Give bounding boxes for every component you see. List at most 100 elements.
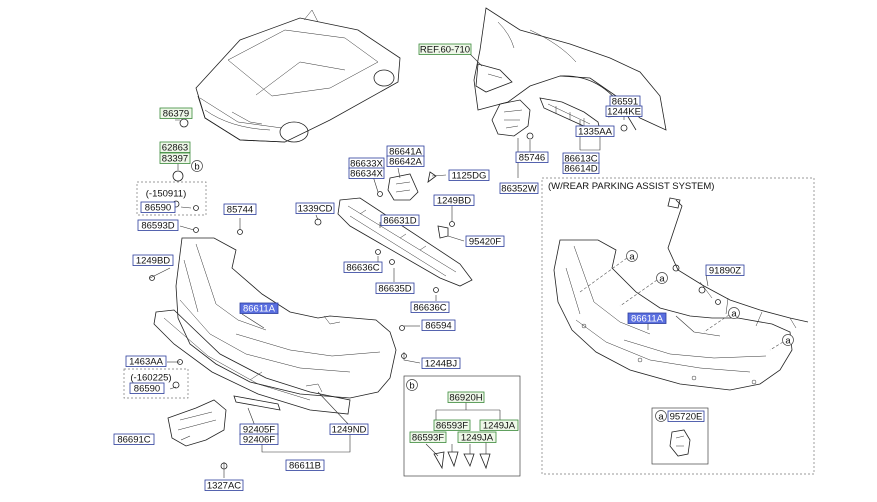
part-number-text: 86642A bbox=[389, 157, 422, 168]
part-number-text: 86614D bbox=[564, 164, 597, 175]
part-number-text: 86590 bbox=[145, 203, 171, 214]
part-label-p86636c-b[interactable]: 86636C bbox=[410, 301, 450, 314]
part-label-box bbox=[479, 419, 519, 431]
rear-bumper-cover bbox=[175, 237, 397, 399]
callout-a: a bbox=[659, 274, 665, 285]
part-label-p86634x[interactable]: 86634X bbox=[348, 167, 385, 180]
part-label-p86611a-park[interactable]: 86611A bbox=[627, 312, 667, 325]
callout-a: a bbox=[629, 252, 635, 263]
part-label-box bbox=[343, 261, 383, 273]
part-label-p91890z[interactable]: 91890Z bbox=[705, 264, 745, 277]
part-label-p85744[interactable]: 85744 bbox=[223, 203, 257, 216]
part-label-p1339cd[interactable]: 1339CD bbox=[295, 202, 335, 215]
side-bracket-left bbox=[491, 99, 531, 137]
parking-assist-title: (W/REAR PARKING ASSIST SYSTEM) bbox=[548, 181, 714, 192]
part-number-text: 1249JA bbox=[461, 433, 494, 444]
part-label-p1249nd[interactable]: 1249ND bbox=[329, 423, 369, 436]
part-label-ref[interactable]: REF.60-710 bbox=[418, 43, 472, 56]
part-label-p86593d[interactable]: 86593D bbox=[137, 219, 179, 232]
part-label-p86593f-b[interactable]: 86593F bbox=[409, 431, 447, 444]
parking-assist-panel bbox=[541, 177, 815, 475]
part-label-box bbox=[410, 301, 450, 313]
part-label-box bbox=[129, 382, 165, 394]
part-label-p95720e[interactable]: 95720E bbox=[667, 410, 705, 423]
part-label-box bbox=[705, 264, 745, 276]
part-label-p86691c[interactable]: 86691C bbox=[113, 433, 155, 446]
part-label-box bbox=[667, 410, 705, 422]
part-label-box bbox=[329, 423, 369, 435]
part-label-p86631d[interactable]: 86631D bbox=[380, 214, 420, 227]
part-label-p62863[interactable]: 62863 bbox=[159, 141, 191, 154]
part-label-box bbox=[605, 105, 643, 117]
part-number-text: 86594 bbox=[425, 321, 451, 332]
part-label-p86593f-a[interactable]: 86593F bbox=[433, 419, 471, 432]
lower-diffuser bbox=[153, 309, 351, 415]
fastener-inset-b bbox=[403, 375, 521, 477]
part-number-text: 86611A bbox=[631, 314, 664, 325]
part-label-p86642a[interactable]: 86642A bbox=[386, 155, 425, 168]
part-number-text: 91890Z bbox=[709, 266, 741, 277]
part-number-text: 1463AA bbox=[129, 357, 163, 368]
callout-b: b bbox=[194, 162, 199, 173]
part-label-p150911[interactable]: (-150911) bbox=[146, 189, 187, 200]
part-number-text: 86635D bbox=[378, 284, 411, 295]
part-label-p1249bd-mid[interactable]: 1249BD bbox=[433, 194, 475, 207]
part-number-text: 83397 bbox=[162, 154, 188, 165]
part-label-box bbox=[515, 151, 549, 163]
part-number-text: 1249JA bbox=[483, 421, 516, 432]
part-number-text: 92405F bbox=[243, 425, 275, 436]
part-label-p86590a[interactable]: 86590 bbox=[140, 201, 176, 214]
part-label-box bbox=[421, 357, 461, 369]
part-label-box bbox=[223, 203, 257, 215]
part-label-p86611b[interactable]: 86611B bbox=[285, 459, 325, 472]
part-label-p95420f[interactable]: 95420F bbox=[465, 235, 505, 248]
part-label-p86920h[interactable]: 86920H bbox=[447, 391, 485, 404]
part-number-text: 86352W bbox=[501, 184, 536, 195]
part-label-p1244bj[interactable]: 1244BJ bbox=[421, 357, 461, 370]
part-label-p160225[interactable]: (-160225) bbox=[130, 373, 171, 384]
part-label-p86379[interactable]: 86379 bbox=[159, 107, 193, 120]
part-label-p1249bd-left[interactable]: 1249BD bbox=[132, 254, 174, 267]
part-label-p1249ja-b[interactable]: 1249JA bbox=[457, 431, 497, 444]
part-number-text: 86611A bbox=[243, 304, 276, 315]
part-number-text: 86593F bbox=[412, 433, 444, 444]
part-label-p1335aa[interactable]: 1335AA bbox=[575, 125, 615, 138]
part-label-p1244ke[interactable]: 1244KE bbox=[605, 105, 643, 118]
part-label-p86352w[interactable]: 86352W bbox=[499, 182, 539, 195]
part-number-text: 1249ND bbox=[332, 425, 367, 436]
part-label-p83397[interactable]: 83397 bbox=[159, 152, 191, 165]
part-label-p92406f[interactable]: 92406F bbox=[239, 433, 279, 446]
part-number-text: (-160225) bbox=[130, 373, 171, 384]
part-number-text: 86593F bbox=[436, 421, 468, 432]
part-number-text: 86631D bbox=[383, 216, 416, 227]
part-label-p1125dg[interactable]: 1125DG bbox=[448, 169, 490, 182]
part-number-text: 1249BD bbox=[136, 256, 170, 267]
leader-lines bbox=[149, 49, 625, 478]
part-label-p86635d[interactable]: 86635D bbox=[375, 282, 415, 295]
part-label-box bbox=[140, 201, 176, 213]
part-number-text: 86633X bbox=[350, 159, 383, 170]
part-number-text: 1327AC bbox=[207, 481, 241, 492]
part-label-p86611a-main[interactable]: 86611A bbox=[239, 302, 279, 315]
part-label-p1249ja-a[interactable]: 1249JA bbox=[479, 419, 519, 432]
part-label-p86614d[interactable]: 86614D bbox=[562, 162, 600, 175]
part-label-box bbox=[448, 169, 490, 181]
part-number-text: (-150911) bbox=[146, 189, 187, 200]
part-label-box bbox=[386, 155, 425, 167]
part-number-text: 1339CD bbox=[298, 204, 333, 215]
part-label-box bbox=[375, 282, 415, 294]
part-number-text: 1249BD bbox=[437, 196, 471, 207]
part-number-text: 86613C bbox=[564, 154, 597, 165]
callout-a: a bbox=[658, 412, 664, 423]
part-label-p1327ac[interactable]: 1327AC bbox=[204, 479, 244, 492]
part-label-box bbox=[457, 431, 497, 443]
part-label-box bbox=[113, 433, 155, 445]
part-label-p85746[interactable]: 85746 bbox=[515, 151, 549, 164]
part-label-p1463aa[interactable]: 1463AA bbox=[125, 355, 167, 368]
part-label-box bbox=[447, 391, 485, 403]
part-label-p86636c-a[interactable]: 86636C bbox=[343, 261, 383, 274]
part-label-box bbox=[132, 254, 174, 266]
part-label-p86590b[interactable]: 86590 bbox=[129, 382, 165, 395]
part-label-p86594[interactable]: 86594 bbox=[421, 319, 456, 332]
